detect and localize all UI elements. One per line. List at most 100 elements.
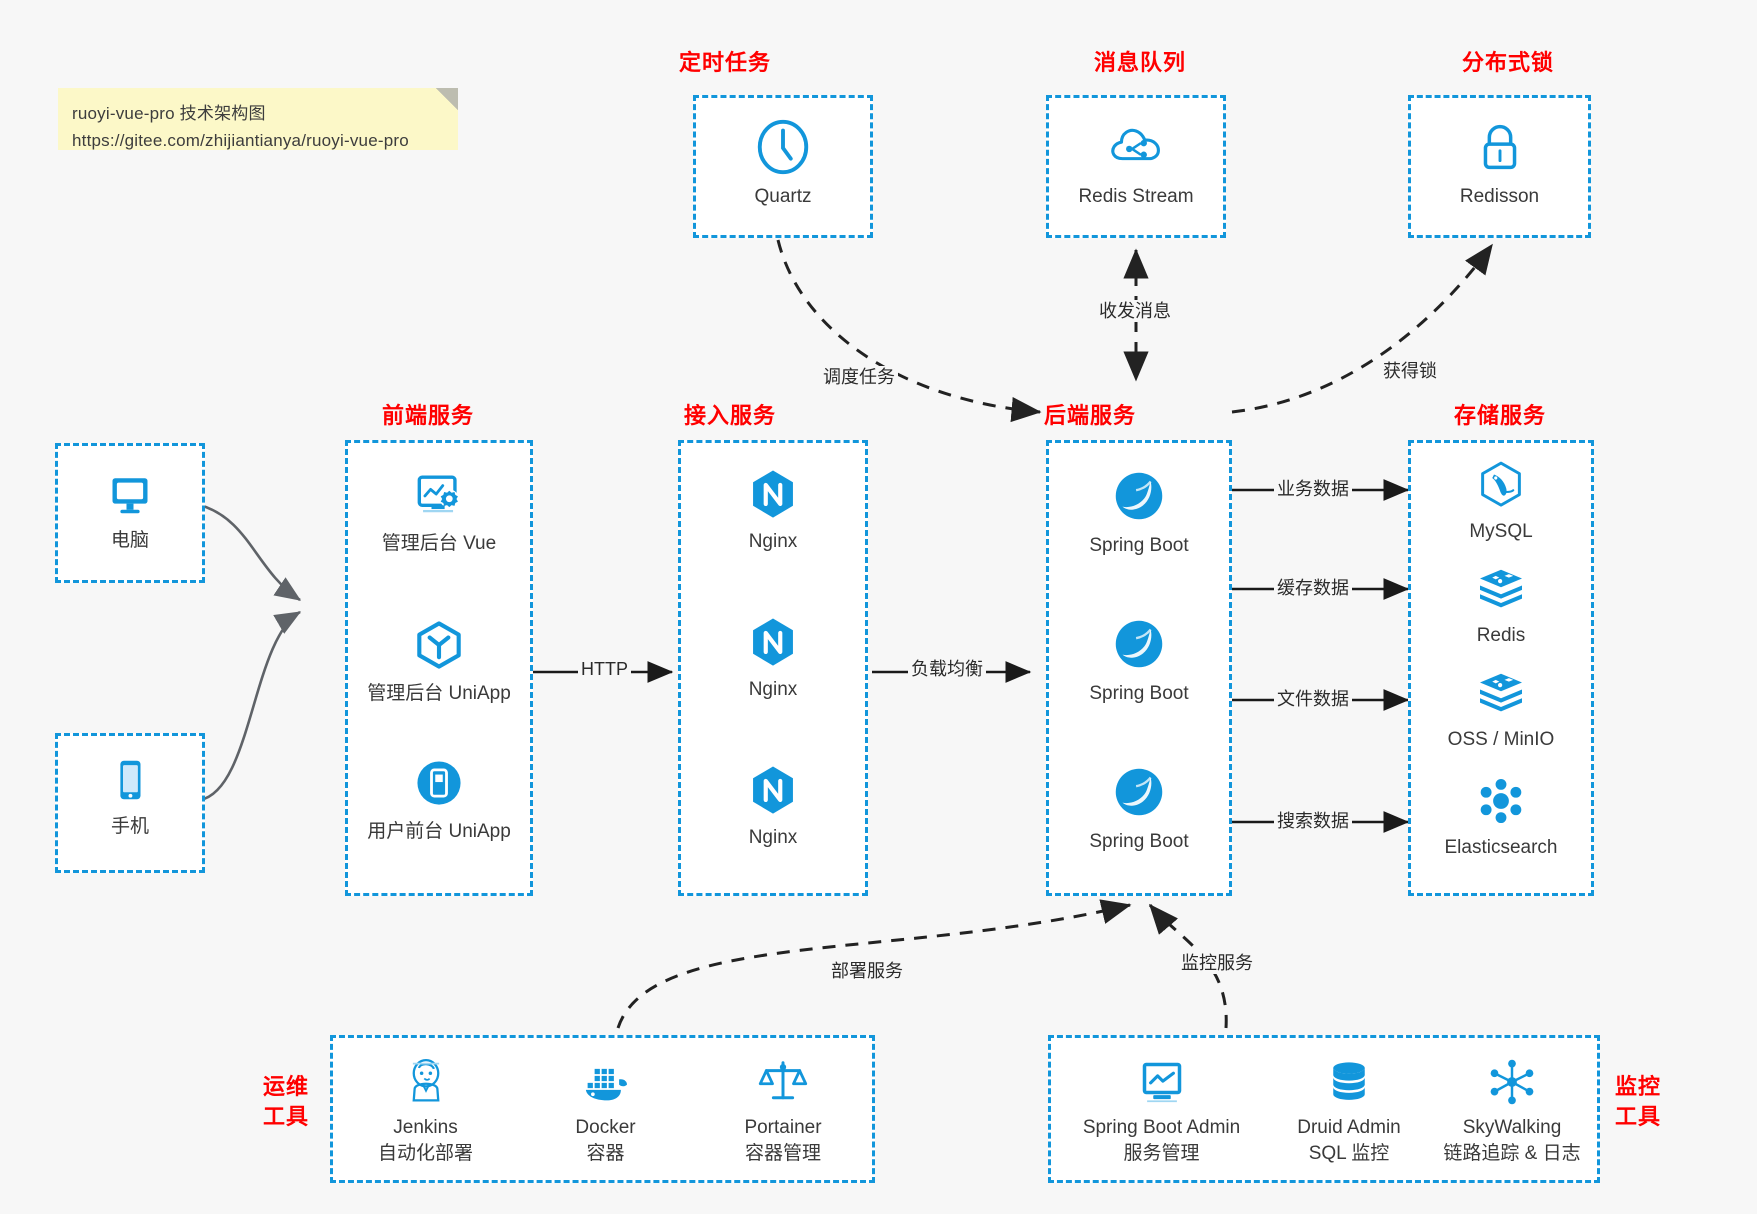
group-access-service: Nginx Nginx Nginx: [678, 440, 868, 896]
oss-minio-icon: [1480, 673, 1522, 712]
node-nginx-1[interactable]: Nginx: [681, 465, 865, 554]
monitor-screen-icon: [1142, 1062, 1181, 1103]
spring-boot-icon: [1115, 620, 1163, 668]
mobile-icon: [120, 760, 141, 800]
note-url: https://gitee.com/zhijiantianya/ruoyi-vu…: [72, 131, 409, 150]
node-label: Nginx: [748, 679, 798, 700]
desktop-icon: [112, 478, 148, 514]
mobile-app-icon: [417, 761, 461, 805]
edge-label-file-data: 文件数据: [1274, 688, 1352, 710]
node-mysql[interactable]: MySQL: [1411, 457, 1591, 544]
portainer-icon: [758, 1061, 808, 1100]
node-elasticsearch[interactable]: Elasticsearch: [1411, 773, 1591, 860]
nginx-icon: [753, 470, 793, 518]
node-label: OSS / MinIO: [1447, 729, 1555, 750]
node-spring-boot-3[interactable]: Spring Boot: [1049, 761, 1229, 854]
node-redis[interactable]: Redis: [1411, 561, 1591, 648]
node-label: Jenkins: [393, 1117, 458, 1138]
group-client-desktop: 电脑: [55, 443, 205, 583]
edge-label-http: HTTP: [578, 658, 631, 680]
node-spring-boot-1[interactable]: Spring Boot: [1049, 465, 1229, 558]
uniapp-cube-icon: [417, 621, 461, 669]
nginx-icon: [753, 618, 793, 666]
node-redis-stream[interactable]: Redis Stream: [1049, 116, 1223, 209]
node-sublabel: 自动化部署: [377, 1143, 473, 1164]
node-admin-uniapp[interactable]: 管理后台 UniApp: [348, 615, 530, 706]
node-redisson[interactable]: Redisson: [1411, 116, 1588, 209]
group-distributed-lock: Redisson: [1408, 95, 1591, 238]
node-label: Spring Boot: [1089, 831, 1189, 852]
group-ops-tools: Jenkins 自动化部署 Docker 容器: [330, 1035, 875, 1183]
edge-label-schedule-task: 调度任务: [820, 366, 898, 388]
group-title-ops-tools: 运维 工具: [258, 1072, 314, 1132]
node-docker[interactable]: Docker 容器: [523, 1054, 688, 1167]
node-label: Spring Boot Admin: [1082, 1117, 1241, 1138]
elasticsearch-icon: [1480, 778, 1522, 824]
edge-label-send-receive-message: 收发消息: [1096, 300, 1174, 322]
edge-label-cache-data: 缓存数据: [1274, 577, 1352, 599]
edge-label-load-balance: 负载均衡: [908, 658, 986, 680]
group-title-backend-service: 后端服务: [1043, 403, 1136, 428]
note-title: ruoyi-vue-pro 技术架构图: [72, 104, 266, 123]
redis-icon: [1480, 569, 1522, 608]
group-storage-service: MySQL Redis OSS / MinIO: [1408, 440, 1594, 896]
group-message-queue: Redis Stream: [1046, 95, 1226, 238]
node-label: 电脑: [110, 530, 149, 551]
lock-icon: [1483, 124, 1516, 170]
group-title-distributed-lock: 分布式锁: [1461, 50, 1554, 75]
node-label: 用户前台 UniApp: [367, 821, 511, 842]
node-admin-vue[interactable]: 管理后台 Vue: [348, 465, 530, 556]
ops-title-line2: 工具: [262, 1104, 309, 1129]
group-title-storage-service: 存储服务: [1453, 403, 1546, 428]
group-backend-service: Spring Boot Spring Boot Spring Boot: [1046, 440, 1232, 896]
node-desktop[interactable]: 电脑: [58, 466, 202, 553]
node-portainer[interactable]: Portainer 容器管理: [698, 1054, 868, 1167]
node-label: Nginx: [748, 531, 798, 552]
node-label: Docker: [575, 1117, 636, 1138]
diagram-note: ruoyi-vue-pro 技术架构图 https://gitee.com/zh…: [58, 88, 458, 150]
node-skywalking[interactable]: SkyWalking 链路追踪 & 日志: [1423, 1054, 1601, 1167]
node-label: Druid Admin: [1297, 1117, 1401, 1138]
node-label: Redisson: [1459, 186, 1540, 207]
node-label: Quartz: [754, 186, 812, 207]
node-label: 手机: [110, 816, 149, 837]
node-spring-boot-2[interactable]: Spring Boot: [1049, 613, 1229, 706]
jenkins-icon: [412, 1058, 439, 1102]
nginx-icon: [753, 766, 793, 814]
group-title-frontend-service: 前端服务: [381, 403, 474, 428]
edge-label-search-data: 搜索数据: [1274, 810, 1352, 832]
node-label: Spring Boot: [1089, 535, 1189, 556]
edge-label-acquire-lock: 获得锁: [1380, 360, 1440, 382]
database-stack-icon: [1333, 1062, 1365, 1100]
node-nginx-2[interactable]: Nginx: [681, 613, 865, 702]
node-sublabel: SQL 监控: [1308, 1143, 1390, 1164]
skywalking-icon: [1490, 1059, 1534, 1105]
monitor-title-line2: 工具: [1614, 1104, 1661, 1129]
docker-icon: [585, 1068, 627, 1101]
node-druid-admin[interactable]: Druid Admin SQL 监控: [1269, 1054, 1429, 1167]
admin-dashboard-icon: [417, 475, 459, 513]
group-title-message-queue: 消息队列: [1093, 50, 1186, 75]
node-sublabel: 容器管理: [744, 1143, 821, 1164]
group-scheduled-task: Quartz: [693, 95, 873, 238]
group-title-access-service: 接入服务: [683, 403, 776, 428]
node-quartz[interactable]: Quartz: [696, 116, 870, 209]
note-fold-corner: [436, 88, 458, 110]
node-sublabel: 链路追踪 & 日志: [1443, 1143, 1581, 1164]
node-label: Nginx: [748, 827, 798, 848]
node-mobile[interactable]: 手机: [58, 752, 202, 839]
clock-icon: [757, 119, 809, 175]
node-spring-boot-admin[interactable]: Spring Boot Admin 服务管理: [1059, 1054, 1264, 1167]
node-user-uniapp[interactable]: 用户前台 UniApp: [348, 753, 530, 844]
group-client-mobile: 手机: [55, 733, 205, 873]
node-label: 管理后台 UniApp: [367, 683, 511, 704]
monitor-title-line1: 监控: [1614, 1074, 1661, 1099]
node-nginx-3[interactable]: Nginx: [681, 761, 865, 850]
group-title-scheduled-task: 定时任务: [678, 50, 771, 75]
edge-label-monitor-service: 监控服务: [1178, 952, 1256, 974]
group-monitor-tools: Spring Boot Admin 服务管理 Druid Admin SQL 监…: [1048, 1035, 1600, 1183]
node-jenkins[interactable]: Jenkins 自动化部署: [343, 1054, 508, 1167]
ops-title-line1: 运维: [262, 1074, 309, 1099]
node-oss-minio[interactable]: OSS / MinIO: [1411, 665, 1591, 752]
